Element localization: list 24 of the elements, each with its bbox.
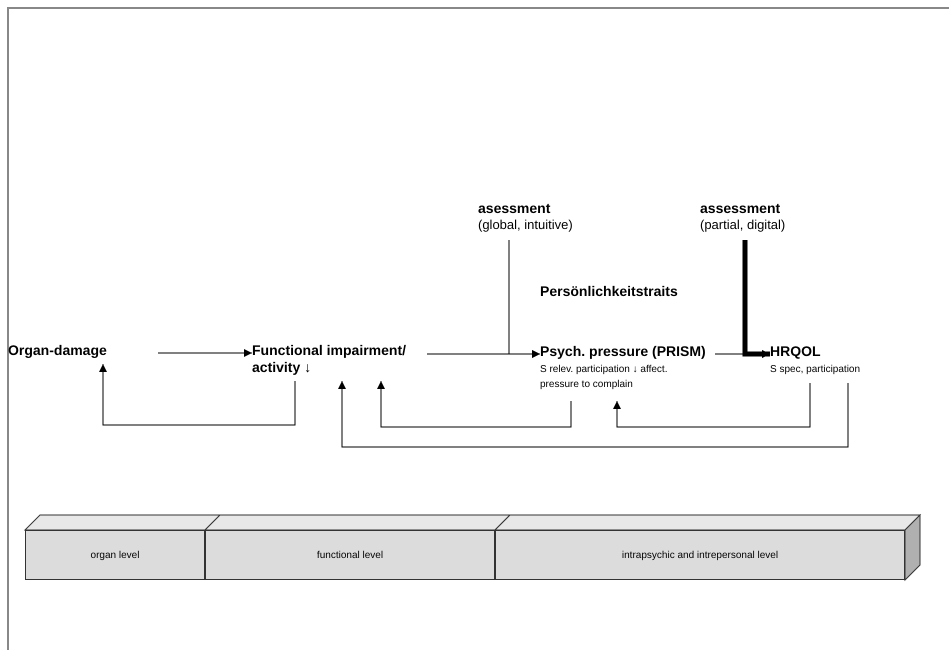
level-box bbox=[205, 530, 495, 580]
node-title: Functional impairment/ activity ↓ bbox=[252, 342, 408, 376]
node-subtitle: S spec, participation bbox=[770, 363, 862, 377]
level-label: organ level bbox=[90, 550, 140, 560]
node-title: Psych. pressure (PRISM) bbox=[540, 343, 707, 360]
level-box bbox=[495, 530, 905, 580]
arrow bbox=[377, 380, 572, 428]
arrow bbox=[613, 382, 810, 428]
level-box bbox=[25, 530, 205, 580]
arrow bbox=[508, 240, 540, 358]
node-subtitle: (partial, digital) bbox=[700, 217, 786, 232]
node-title: Organ-damage bbox=[8, 342, 108, 359]
arrow bbox=[338, 380, 848, 448]
node-title: asessment bbox=[478, 200, 552, 217]
arrow bbox=[99, 364, 296, 426]
level-label: intrapsychic and intrepersonal level bbox=[622, 550, 778, 560]
node-title: HRQOL bbox=[770, 343, 822, 360]
node-title: assessment bbox=[700, 200, 782, 217]
thick-arrow bbox=[742, 240, 770, 358]
arrow bbox=[158, 349, 252, 357]
level-label: functional level bbox=[316, 550, 384, 560]
annotation-text: Persönlichkeitstraits bbox=[540, 283, 678, 299]
node-subtitle: S relev. participation ↓ affect. pressure to complain bbox=[540, 363, 668, 392]
node-subtitle: (global, intuitive) bbox=[478, 217, 574, 232]
